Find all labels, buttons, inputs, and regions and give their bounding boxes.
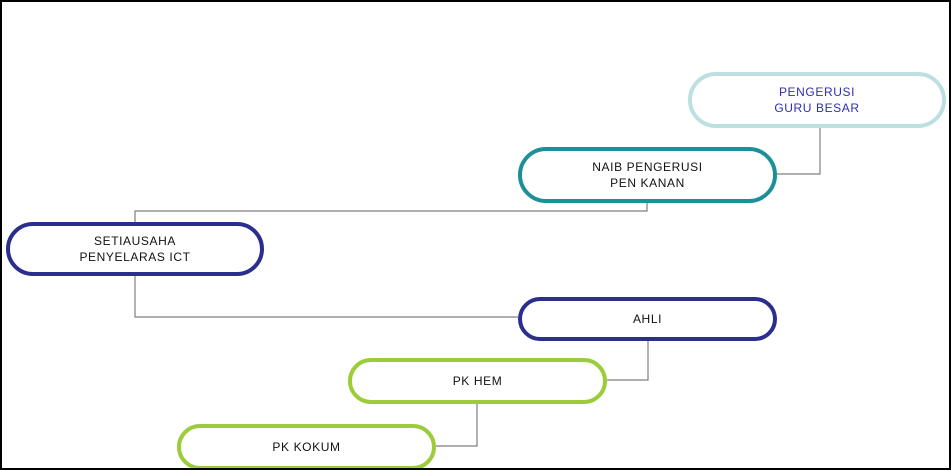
node-naib-line2: PEN KANAN	[610, 176, 685, 190]
node-ahli: AHLI	[518, 297, 777, 341]
node-setiausaha-line2: PENYELARAS ICT	[79, 250, 191, 264]
connector-ahli-pkhem	[607, 341, 649, 381]
node-naib-pengerusi: NAIB PENGERUSI PEN KANAN	[518, 147, 777, 203]
node-pk-kokum: PK KOKUM	[177, 424, 436, 468]
connector-pkhem-pkkokum	[436, 404, 478, 447]
node-setiausaha: SETIAUSAHA PENYELARAS ICT	[6, 222, 264, 276]
connector-setiausaha-ahli	[134, 276, 518, 318]
node-pk-kokum-label: PK KOKUM	[272, 440, 341, 454]
node-pengerusi-line2: GURU BESAR	[774, 101, 860, 115]
node-pk-hem-label: PK HEM	[452, 374, 503, 388]
node-setiausaha-line1: SETIAUSAHA	[93, 234, 177, 248]
node-pengerusi-line1: PENGERUSI	[778, 85, 856, 99]
connector-pengerusi-naib	[777, 128, 821, 175]
node-naib-line1: NAIB PENGERUSI	[592, 160, 703, 174]
node-ahli-label: AHLI	[632, 312, 663, 326]
node-pengerusi: PENGERUSI GURU BESAR	[688, 72, 946, 128]
connector-naib-setiausaha	[134, 203, 648, 222]
node-pk-hem: PK HEM	[348, 358, 607, 404]
